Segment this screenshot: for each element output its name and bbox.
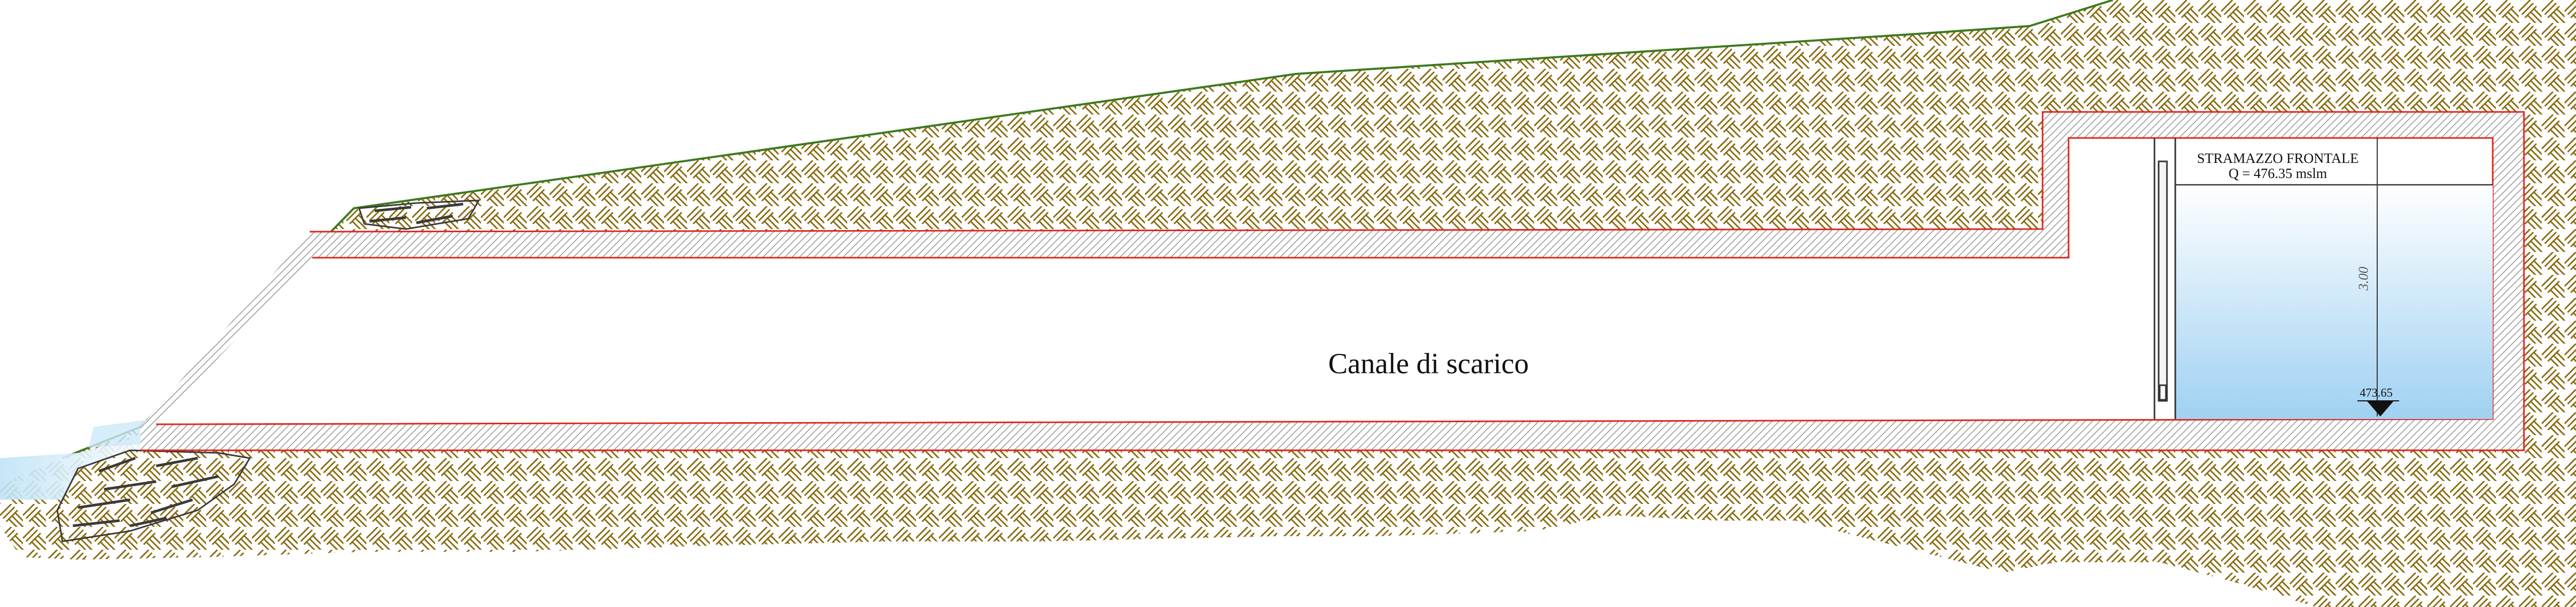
riprap-crest xyxy=(358,199,480,230)
weir-plate xyxy=(2153,138,2176,419)
bottom-level-marker xyxy=(2357,400,2399,416)
weir-title: STRAMAZZO FRONTALE xyxy=(2197,150,2359,166)
chamber-water xyxy=(2175,185,2493,419)
weir-level: Q = 476.35 mslm xyxy=(2228,166,2327,181)
channel-label: Canale di scarico xyxy=(1328,348,1529,380)
culvert-interior xyxy=(156,138,2493,424)
concrete-outline xyxy=(141,111,2525,451)
depth-label: 3.00 xyxy=(2356,267,2371,291)
bottom-level-label: 473.65 xyxy=(2360,386,2392,399)
riprap-toe xyxy=(56,449,251,542)
